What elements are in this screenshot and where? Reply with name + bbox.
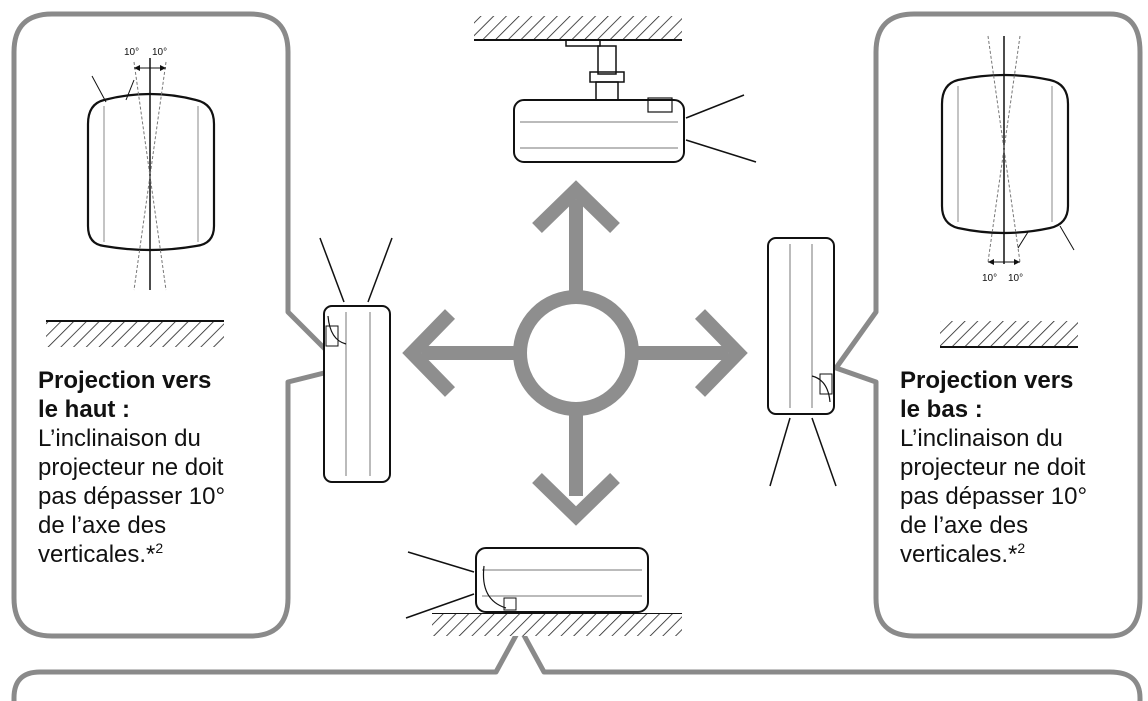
right-callout-text: Projection vers le bas : L’inclinaison d…	[900, 366, 1125, 569]
left-callout-body-line4: de l’axe des	[38, 512, 167, 539]
ceiling-mount-projector	[474, 16, 757, 163]
right-callout-title-line2: le bas :	[900, 396, 983, 423]
left-callout-body-line3: pas dépasser 10°	[38, 483, 226, 510]
left-angle-label-2: 10°	[152, 47, 167, 58]
right-callout-title-line1: Projection vers	[900, 367, 1074, 394]
orientation-arrows	[402, 180, 748, 526]
right-footnote-marker: 2	[1017, 540, 1026, 556]
left-callout-body-line5: verticales.*	[38, 541, 156, 568]
right-callout-body-line1: L’inclinaison du	[900, 425, 1063, 452]
right-callout-body-line3: pas dépasser 10°	[900, 483, 1088, 510]
left-angle-label-1: 10°	[124, 47, 139, 58]
right-angle-label-1: 10°	[982, 273, 997, 284]
upward-projector	[319, 237, 393, 483]
left-callout-body-line2: projecteur ne doit	[38, 454, 224, 481]
right-angle-label-2: 10°	[1008, 273, 1023, 284]
left-footnote-marker: 2	[155, 540, 164, 556]
left-callout-body-line1: L’inclinaison du	[38, 425, 201, 452]
left-callout-title-line2: le haut :	[38, 396, 131, 423]
left-callout-text: Projection vers le haut : L’inclinaison …	[38, 366, 258, 569]
left-tilt-diagram: 10° 10°	[46, 47, 224, 347]
right-callout-body-line5: verticales.*	[900, 541, 1018, 568]
floor-standing-projector	[405, 547, 682, 636]
right-tilt-diagram: 10° 10°	[940, 35, 1078, 348]
left-callout-title-line1: Projection vers	[38, 367, 212, 394]
right-callout-body-line2: projecteur ne doit	[900, 454, 1086, 481]
downward-projector	[767, 237, 837, 487]
bottom-callout-bubble	[11, 625, 1143, 701]
right-callout-body-line4: de l’axe des	[900, 512, 1029, 539]
